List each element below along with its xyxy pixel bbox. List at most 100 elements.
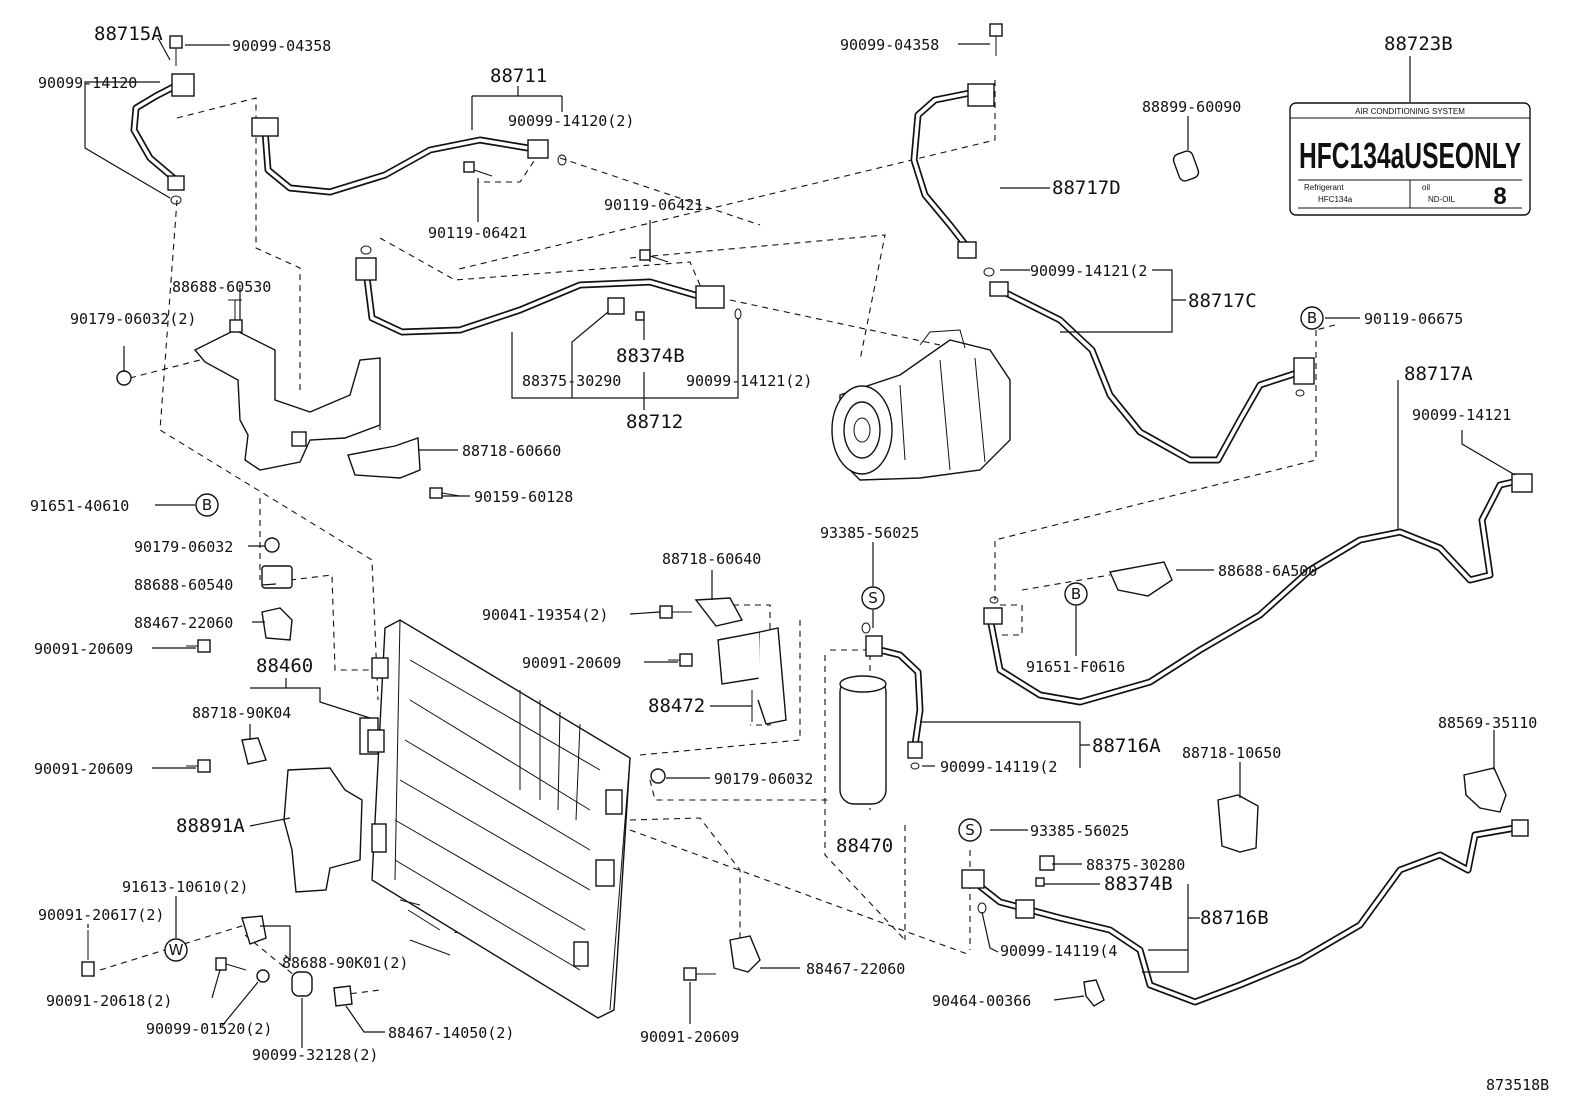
- valve-88375-30280: [1039, 855, 1055, 871]
- bracket-88718-90k04: [241, 717, 379, 765]
- label-90119-06675: 90119-06675: [1364, 310, 1463, 328]
- label-90099-14121-2-b: 90099-14121(2): [686, 372, 812, 390]
- cushion-88467-14050: [333, 985, 353, 1007]
- label-90179-06032-2: 90179-06032(2): [70, 310, 196, 328]
- spacer-88899-60090: [1172, 150, 1200, 182]
- part-labels: 88715A 90099-04358 90099-14120 88711 900…: [30, 23, 1549, 1094]
- label-88688-6a500: 88688-6A500: [1218, 562, 1317, 580]
- label-90091-20609-c: 90091-20609: [522, 654, 621, 672]
- bolt-90091-20609-d: [683, 967, 716, 981]
- fitting-88711-left: [251, 117, 279, 137]
- bolt-90041-19354: [659, 605, 692, 619]
- label-88716b: 88716B: [1200, 907, 1269, 929]
- o-ring-90099-14121-b: [734, 308, 742, 320]
- marker-w: W: [164, 938, 188, 962]
- bracket-88472: [717, 627, 787, 725]
- label-91651-40610: 91651-40610: [30, 497, 129, 515]
- label-88712: 88712: [626, 411, 683, 433]
- label-90091-20609-b: 90091-20609: [34, 760, 133, 778]
- leader-lines: [84, 37, 1516, 1048]
- label-90099-04358-a: 90099-04358: [232, 37, 331, 55]
- label-88374b-a: 88374B: [616, 345, 685, 367]
- o-ring-90099-14121-a: [983, 267, 995, 277]
- label-90091-20617-2: 90091-20617(2): [38, 906, 164, 924]
- label-90159-60128: 90159-60128: [474, 488, 573, 506]
- label-88688-60530: 88688-60530: [172, 278, 271, 296]
- decal-88723b: AIR CONDITIONING SYSTEM HFC134aUSEONLY R…: [1289, 102, 1531, 216]
- cushion-88467-22060-a: [261, 607, 293, 641]
- marker-b-left: B: [195, 493, 219, 517]
- bracket-88688-60530: [193, 299, 381, 471]
- label-88718-60640: 88718-60640: [662, 550, 761, 568]
- label-90099-14119-2: 90099-14119(2: [940, 758, 1057, 776]
- reference-markers: B B S B S W: [164, 306, 1324, 962]
- bolt-90091-20617: [81, 930, 95, 977]
- fitting-88715a-bottom: [167, 175, 185, 191]
- decal-refrigerant-label: Refrigerant: [1304, 183, 1344, 192]
- label-90119-06421-a: 90119-06421: [428, 224, 527, 242]
- bolt-90091-20618: [215, 957, 247, 971]
- fitting-88717c-left: [989, 281, 1009, 297]
- label-91651-f0616: 91651-F0616: [1026, 658, 1125, 676]
- label-88718-10650: 88718-10650: [1182, 744, 1281, 762]
- label-88467-22060-b: 88467-22060: [806, 960, 905, 978]
- label-90091-20609-a: 90091-20609: [34, 640, 133, 658]
- label-90099-14121: 90099-14121: [1412, 406, 1511, 424]
- bolt-90099-04358-left: [169, 35, 183, 66]
- compressor: [831, 329, 1011, 481]
- label-91613-10610-2: 91613-10610(2): [122, 878, 248, 896]
- label-90041-19354-2: 90041-19354(2): [482, 606, 608, 624]
- label-88891a: 88891A: [176, 815, 245, 837]
- decal-header: AIR CONDITIONING SYSTEM: [1355, 107, 1465, 116]
- washer-90099-01520: [256, 969, 270, 983]
- decal-refrigerant-value: HFC134a: [1318, 195, 1353, 204]
- label-90099-14120-a: 90099-14120: [38, 74, 137, 92]
- o-ring-90099-14120: [170, 195, 182, 205]
- label-88688-60540: 88688-60540: [134, 576, 233, 594]
- pipe-88717c: [996, 286, 1304, 464]
- label-93385-56025-b: 93385-56025: [1030, 822, 1129, 840]
- drawing-number: 873518B: [1486, 1076, 1549, 1094]
- fitting-88717a-right: [1511, 473, 1533, 493]
- fitting-88717d-bottom: [957, 241, 977, 259]
- marker-b-mid: B: [1064, 582, 1088, 606]
- fitting-88717c-right: [1293, 357, 1315, 385]
- fitting-88717a-left: [983, 607, 1003, 625]
- bracket-88688-90k01: [241, 915, 267, 945]
- cap-88374b-a: [635, 311, 645, 321]
- label-88715a: 88715A: [94, 23, 163, 45]
- cap-88374b-b: [1035, 877, 1045, 887]
- marker-b-right: B: [1300, 306, 1324, 330]
- label-90099-14119-4: 90099-14119(4: [1000, 942, 1117, 960]
- bracket-90464-00366: [1083, 979, 1105, 1007]
- label-88460: 88460: [256, 655, 313, 677]
- label-88716a: 88716A: [1092, 735, 1161, 757]
- air-guide-88891a: [283, 767, 363, 893]
- label-90099-14121-2-a: 90099-14121(2: [1030, 262, 1147, 280]
- bolt-90091-20609-a: [186, 639, 211, 653]
- label-90119-06421-b: 90119-06421: [604, 196, 703, 214]
- label-88688-90k01-2: 88688-90K01(2): [282, 954, 408, 972]
- label-88467-14050-2: 88467-14050(2): [388, 1024, 514, 1042]
- label-88717d: 88717D: [1052, 177, 1121, 199]
- receiver-88470: [839, 622, 887, 805]
- decal-main-text: HFC134aUSEONLY: [1299, 135, 1521, 176]
- bracket-88688-6a500: [1108, 561, 1173, 597]
- label-88374b-b: 88374B: [1104, 873, 1173, 895]
- label-93385-56025-a: 93385-56025: [820, 524, 919, 542]
- nut-90179-06032-a: [264, 537, 280, 553]
- pipe-88717d: [910, 88, 979, 252]
- condenser-88460: [367, 619, 631, 1019]
- label-88718-60660: 88718-60660: [462, 442, 561, 460]
- fitting-88712-right: [695, 285, 725, 309]
- bracket-88718-60640: [694, 597, 744, 627]
- label-88467-22060-a: 88467-22060: [134, 614, 233, 632]
- label-90091-20609-d: 90091-20609: [640, 1028, 739, 1046]
- svg-text:B: B: [1307, 309, 1317, 327]
- bolt-90091-20609-b: [186, 759, 211, 773]
- clamp-88718-10650: [1217, 794, 1259, 853]
- nut-90179-06032-2: [116, 370, 132, 386]
- label-88472: 88472: [648, 695, 705, 717]
- cushion-88467-22060-b: [729, 935, 761, 973]
- label-88470: 88470: [836, 835, 893, 857]
